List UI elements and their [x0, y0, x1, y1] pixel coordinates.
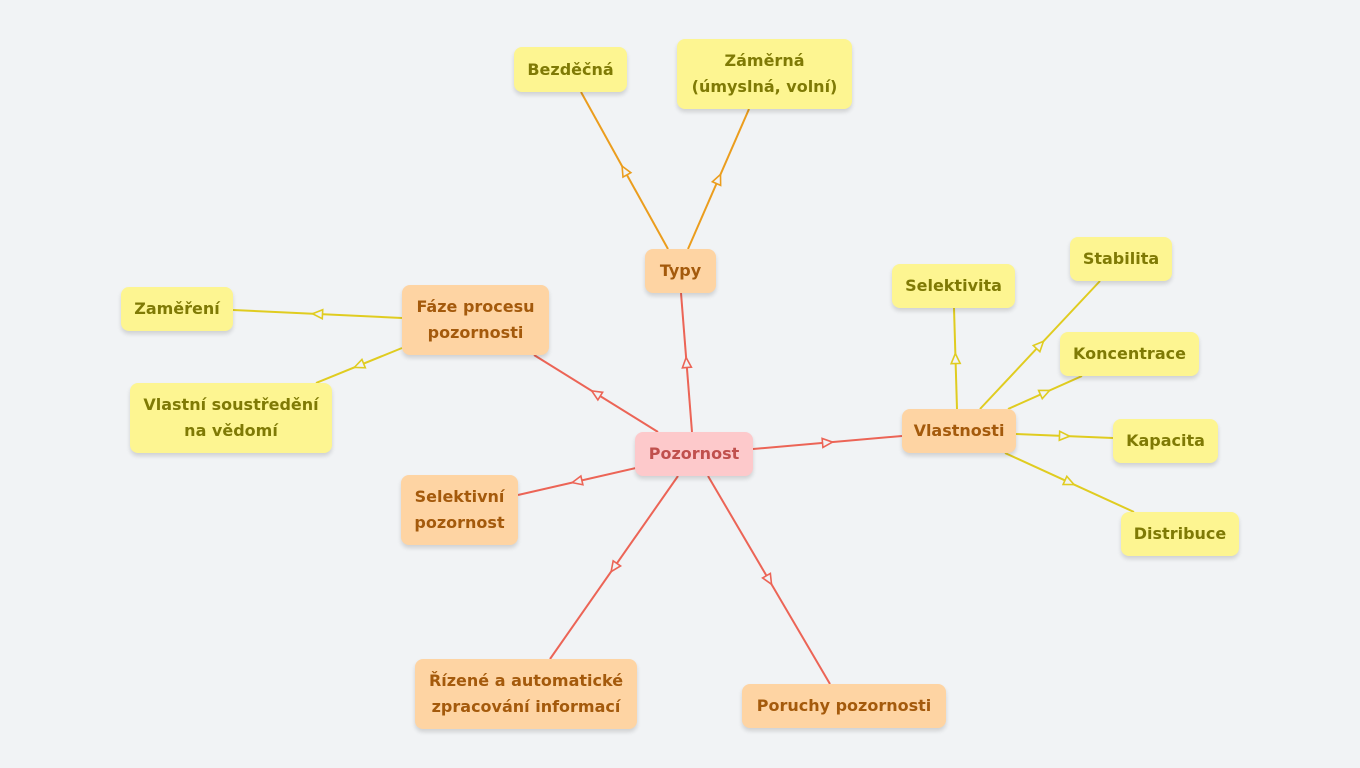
node-typy[interactable]: Typy [645, 249, 716, 293]
node-zamerna[interactable]: Záměrná (úmyslná, volní) [677, 39, 852, 109]
edge-arrow-icon [1058, 430, 1072, 442]
edge-vlastnosti-to-distribuce [1004, 452, 1135, 513]
edge-root-to-vlastnosti [752, 435, 903, 450]
edge-arrow-icon [1031, 339, 1045, 354]
edge-root-to-rizene [549, 475, 679, 660]
edge-arrow-icon [352, 357, 367, 369]
node-vlastnosti[interactable]: Vlastnosti [902, 409, 1016, 453]
edge-typy-to-bezdecna [580, 91, 669, 250]
edge-vlastnosti-to-kapacita [1015, 430, 1114, 442]
edge-arrow-icon [610, 559, 623, 574]
edge-root-to-selektivni [517, 467, 637, 496]
edge-vlastnosti-to-koncentrace [1007, 375, 1083, 410]
edge-arrow-icon [1037, 389, 1052, 401]
edge-arrow-icon [310, 308, 324, 321]
node-pozornost[interactable]: Pozornost [635, 432, 753, 476]
edge-arrow-icon [949, 351, 962, 365]
edge-arrow-icon [710, 172, 722, 187]
edge-vlastnosti-to-stabilita [979, 280, 1101, 410]
edge-arrow-icon [681, 355, 693, 369]
node-selektivita[interactable]: Selektivita [892, 264, 1015, 308]
edge-faze-to-zamereni [232, 308, 403, 321]
node-zamereni[interactable]: Zaměření [121, 287, 233, 331]
edge-typy-to-zamerna [687, 108, 750, 250]
edge-faze-to-vlastni [315, 347, 403, 384]
node-rizene-a-automaticke[interactable]: Řízené a automatické zpracování informac… [415, 659, 637, 729]
node-bezdecna[interactable]: Bezděčná [514, 47, 627, 92]
node-selektivni-pozornost[interactable]: Selektivní pozornost [401, 475, 518, 545]
edge-root-to-typy [680, 292, 693, 433]
edge-arrow-icon [821, 437, 835, 449]
node-faze-procesu-pozornosti[interactable]: Fáze procesu pozornosti [402, 285, 549, 355]
edge-arrow-icon [1061, 474, 1076, 486]
node-stabilita[interactable]: Stabilita [1070, 237, 1172, 281]
node-distribuce[interactable]: Distribuce [1121, 512, 1239, 556]
node-koncentrace[interactable]: Koncentrace [1060, 332, 1199, 376]
node-poruchy-pozornosti[interactable]: Poruchy pozornosti [742, 684, 946, 728]
edge-arrow-icon [570, 474, 584, 486]
node-vlastni-soustredeni[interactable]: Vlastní soustředění na vědomí [130, 383, 332, 453]
edge-arrow-icon [590, 389, 604, 402]
edge-root-to-faze [533, 354, 659, 433]
edge-arrow-icon [621, 164, 633, 179]
edge-arrow-icon [761, 572, 773, 586]
edge-vlastnosti-to-selektivita [949, 307, 962, 410]
edge-root-to-poruchy [707, 475, 831, 685]
node-kapacita[interactable]: Kapacita [1113, 419, 1218, 463]
